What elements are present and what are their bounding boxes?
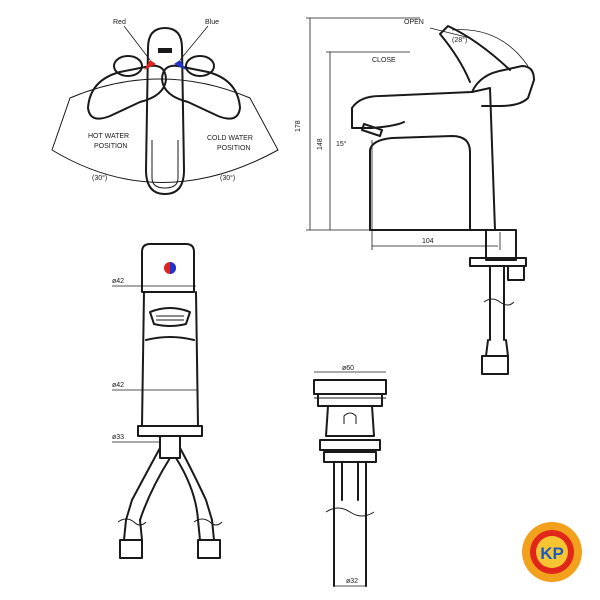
red-arrow-icon bbox=[144, 60, 156, 70]
side-view: OPEN CLOSE (28°) 15° 178 148 104 bbox=[295, 17, 535, 375]
front-view: ø42 ø42 ø33 bbox=[112, 243, 223, 559]
dim-drain-bottom: ø32 bbox=[346, 578, 358, 585]
rotation-fan bbox=[51, 78, 279, 183]
drain-cap bbox=[313, 379, 387, 395]
label-red: Red bbox=[113, 19, 126, 26]
drain-view: ø60 ø32 bbox=[313, 365, 387, 587]
dim-front-base: ø33 bbox=[112, 434, 124, 441]
label-angle-left: (30°) bbox=[92, 174, 107, 182]
front-hose-end-left bbox=[119, 539, 143, 559]
label-angle-right: (30°) bbox=[220, 174, 235, 182]
side-nut-hex bbox=[507, 265, 525, 281]
front-hose-right bbox=[175, 447, 213, 521]
handle-center-lever bbox=[145, 27, 185, 195]
blue-arrow-icon bbox=[174, 60, 186, 70]
side-hose bbox=[489, 265, 505, 341]
front-body bbox=[141, 291, 199, 427]
side-spout bbox=[351, 107, 405, 129]
logo-inner bbox=[536, 536, 568, 568]
label-blue: Blue bbox=[205, 19, 219, 26]
kp-logo: KP bbox=[522, 522, 582, 582]
handle-right-position bbox=[161, 64, 241, 120]
side-hose-break bbox=[483, 298, 515, 306]
handle-center-inner bbox=[151, 140, 179, 189]
side-nut bbox=[469, 257, 527, 267]
side-shank bbox=[485, 229, 517, 261]
front-indicator-blue bbox=[170, 262, 176, 274]
front-handle-top bbox=[141, 243, 195, 293]
boss-right bbox=[185, 55, 215, 77]
open-arc bbox=[451, 29, 529, 67]
drain-nut bbox=[319, 439, 381, 451]
dim-drain-top: ø60 bbox=[342, 365, 354, 372]
label-cold-line1: COLD WATER bbox=[207, 135, 253, 142]
side-aerator bbox=[361, 123, 383, 137]
side-lever-closed bbox=[471, 65, 535, 107]
dim-front-top: ø42 bbox=[112, 278, 124, 285]
dim-height-total: 178 bbox=[295, 120, 302, 132]
dim-reach: 104 bbox=[422, 238, 434, 245]
drain-stopper-slot bbox=[343, 412, 357, 424]
dim-height-spout: 148 bbox=[317, 138, 324, 150]
front-hose-break bbox=[117, 518, 223, 526]
side-hose-end bbox=[481, 355, 509, 375]
label-hot-line1: HOT WATER bbox=[88, 133, 129, 140]
front-hose-left bbox=[125, 447, 171, 521]
front-shank bbox=[159, 435, 181, 459]
drain-pipe-break bbox=[325, 507, 375, 517]
handle-left-position bbox=[87, 64, 167, 120]
front-aerator bbox=[149, 307, 191, 327]
label-close: CLOSE bbox=[372, 57, 396, 64]
front-base bbox=[137, 425, 203, 437]
label-open: OPEN bbox=[404, 19, 424, 26]
drain-nut-2 bbox=[323, 451, 377, 463]
front-hose-end-right bbox=[197, 539, 221, 559]
drain-pipe bbox=[333, 461, 367, 587]
handle-marker bbox=[158, 48, 172, 53]
top-view: Red Blue HOT WATER POSITION COLD WATER P… bbox=[51, 19, 279, 195]
boss-left bbox=[113, 55, 143, 77]
side-body bbox=[351, 87, 496, 231]
drain-flange bbox=[317, 393, 383, 437]
label-angle-open: (28°) bbox=[452, 36, 467, 44]
dim-front-body: ø42 bbox=[112, 382, 124, 389]
side-lever-open bbox=[439, 25, 511, 83]
label-cold-line2: POSITION bbox=[217, 145, 250, 152]
label-hot-line2: POSITION bbox=[94, 143, 127, 150]
label-angle-spout: 15° bbox=[336, 140, 347, 148]
logo-text: KP bbox=[540, 544, 564, 563]
